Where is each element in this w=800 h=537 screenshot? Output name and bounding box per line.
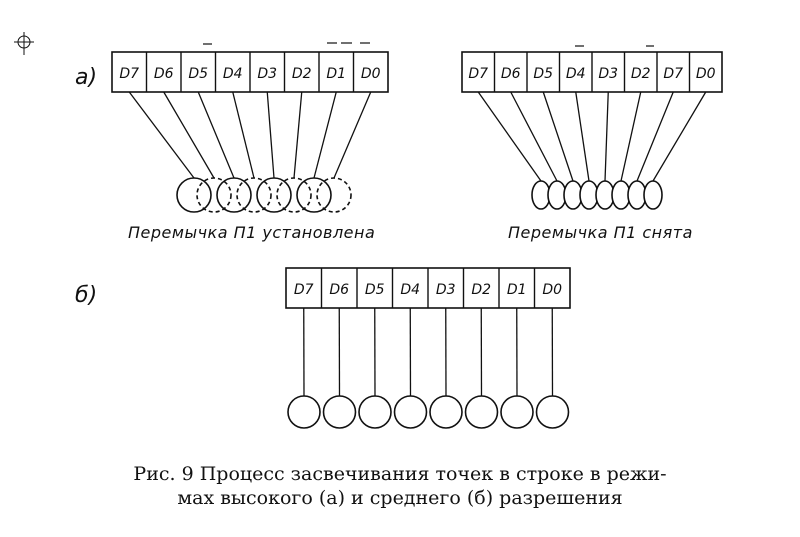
connector-a_medium-3 bbox=[575, 91, 590, 182]
bit-cell-a_high-5: D2 bbox=[292, 66, 312, 82]
connector-a_medium-7 bbox=[652, 91, 707, 182]
bit-cell-a_high-0: D7 bbox=[119, 66, 139, 82]
bit-cell-a_high-3: D4 bbox=[223, 66, 243, 82]
dot-a_high-4 bbox=[256, 177, 292, 213]
connector-a_high-5 bbox=[293, 91, 303, 179]
bit-cell-b-0: D7 bbox=[294, 282, 314, 298]
bit-cell-a_high-1: D6 bbox=[154, 66, 174, 82]
bit-cell-a_medium-1: D6 bbox=[501, 66, 521, 82]
bit-cell-a_high-7: D0 bbox=[361, 66, 381, 82]
connector-a_high-7 bbox=[333, 91, 372, 179]
bit-cell-b-3: D4 bbox=[400, 282, 420, 298]
connector-a_high-2 bbox=[197, 91, 235, 179]
dot-b-7 bbox=[535, 395, 570, 429]
bit-cell-a_medium-7: D0 bbox=[696, 66, 716, 82]
corner-mark bbox=[14, 32, 34, 55]
dot-b-2 bbox=[358, 395, 392, 429]
dot-b-6 bbox=[500, 395, 534, 429]
dot-a_high-2 bbox=[216, 177, 252, 213]
figure-caption-line-2: мах высокого (а) и среднего (б) разрешен… bbox=[177, 487, 623, 509]
bit-cell-a_high-4: D3 bbox=[257, 66, 277, 82]
connector-a_medium-2 bbox=[542, 91, 574, 182]
bit-cell-b-7: D0 bbox=[542, 282, 562, 298]
dot-a_high-0 bbox=[176, 177, 212, 213]
scan-dashes bbox=[203, 42, 654, 47]
bit-cell-a_medium-0: D7 bbox=[468, 66, 488, 82]
connector-a_medium-1 bbox=[510, 91, 558, 182]
bit-cell-a_medium-3: D4 bbox=[566, 66, 586, 82]
bit-cell-a_high-2: D5 bbox=[188, 66, 208, 82]
connector-a_medium-4 bbox=[604, 91, 609, 182]
connector-a_high-6 bbox=[313, 91, 337, 179]
bit-cell-b-1: D6 bbox=[329, 282, 349, 298]
jumper-removed-caption: Перемычка П1 снята bbox=[508, 223, 693, 242]
connector-a_high-0 bbox=[128, 91, 195, 179]
connector-a_high-4 bbox=[266, 91, 275, 179]
bit-cell-b-2: D5 bbox=[365, 282, 385, 298]
dot-b-1 bbox=[322, 395, 357, 429]
figure-caption-line-1: Рис. 9 Процесс засвечивания точек в стро… bbox=[133, 463, 667, 485]
bit-cell-a_high-6: D1 bbox=[326, 66, 346, 82]
dot-b-0 bbox=[287, 395, 321, 429]
bit-cell-a_medium-2: D5 bbox=[533, 66, 553, 82]
dot-a_medium-7 bbox=[643, 180, 663, 210]
connector-lines bbox=[128, 91, 707, 397]
connector-a_high-3 bbox=[232, 91, 255, 179]
connector-a_medium-0 bbox=[477, 91, 542, 182]
connector-a_medium-5 bbox=[620, 91, 642, 182]
dot-b-5 bbox=[464, 395, 499, 429]
label-a: а) bbox=[75, 65, 97, 90]
dot-a_high-5 bbox=[276, 177, 312, 213]
dot-a_high-7 bbox=[316, 177, 352, 213]
label-b: б) bbox=[75, 283, 97, 308]
bit-cell-b-6: D1 bbox=[507, 282, 527, 298]
printed-dots bbox=[176, 177, 663, 429]
bit-cell-a_medium-5: D2 bbox=[631, 66, 651, 82]
bit-cell-b-5: D2 bbox=[471, 282, 491, 298]
connector-a_medium-6 bbox=[636, 91, 674, 182]
connector-a_high-1 bbox=[163, 91, 215, 179]
jumper-installed-caption: Перемычка П1 установлена bbox=[128, 223, 375, 242]
bit-cell-a_medium-4: D3 bbox=[598, 66, 618, 82]
dot-a_high-3 bbox=[236, 177, 272, 213]
dot-b-4 bbox=[429, 395, 463, 429]
bit-cell-a_medium-6: D7 bbox=[663, 66, 683, 82]
dot-a_high-6 bbox=[296, 177, 332, 213]
dot-a_high-1 bbox=[196, 177, 232, 213]
bit-cell-b-4: D3 bbox=[436, 282, 456, 298]
dot-b-3 bbox=[393, 395, 428, 429]
